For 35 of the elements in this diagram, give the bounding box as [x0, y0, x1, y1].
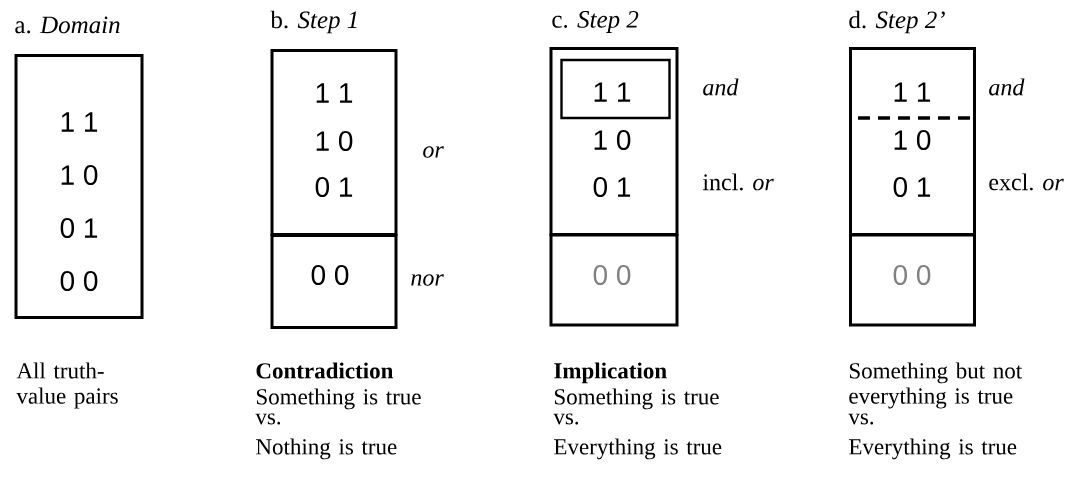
panel-heading: b. Step 1 [270, 10, 357, 34]
value-pair: 0 0 [593, 265, 631, 285]
value-pair: 1 1 [316, 83, 353, 103]
value-pair: 0 0 [893, 265, 931, 285]
value-pair: 1 0 [894, 130, 931, 150]
value-pair: 0 1 [60, 218, 98, 238]
panel-heading: d. Step 2’ [849, 10, 945, 34]
value-pair: 1 0 [316, 131, 353, 151]
caption-text: Something is true [554, 388, 719, 410]
operator-label: and [703, 78, 739, 96]
value-pair: 1 1 [894, 82, 931, 102]
value-pair: 0 0 [60, 271, 98, 291]
value-pair: 0 1 [315, 177, 353, 197]
operator-label: incl. or [702, 173, 774, 191]
operator-label: excl. or [989, 173, 1064, 191]
caption-text: Something is true [256, 388, 421, 410]
value-pair: 0 0 [311, 265, 349, 285]
panel-heading: a. Domain [15, 16, 120, 34]
value-pair: 0 1 [593, 177, 631, 197]
caption-text: vs. [553, 413, 579, 425]
panel-heading: c. Step 2 [552, 11, 639, 33]
caption-text: Everything is true [554, 438, 722, 460]
value-pair: 1 1 [594, 82, 631, 102]
caption-text: Everything is true [849, 438, 1017, 460]
caption-text: vs. [255, 413, 281, 425]
operator-label: nor [411, 274, 444, 286]
caption-text: All truth-value pairs [16, 362, 118, 409]
value-pair: 0 1 [893, 177, 931, 197]
value-pair: 1 0 [61, 165, 98, 185]
operator-label: and [989, 78, 1025, 96]
value-pair: 1 1 [61, 112, 98, 132]
operator-label: or [423, 146, 444, 158]
caption-text: vs. [848, 413, 874, 425]
value-pair: 1 0 [594, 130, 631, 150]
caption-text: Nothing is true [256, 438, 397, 460]
